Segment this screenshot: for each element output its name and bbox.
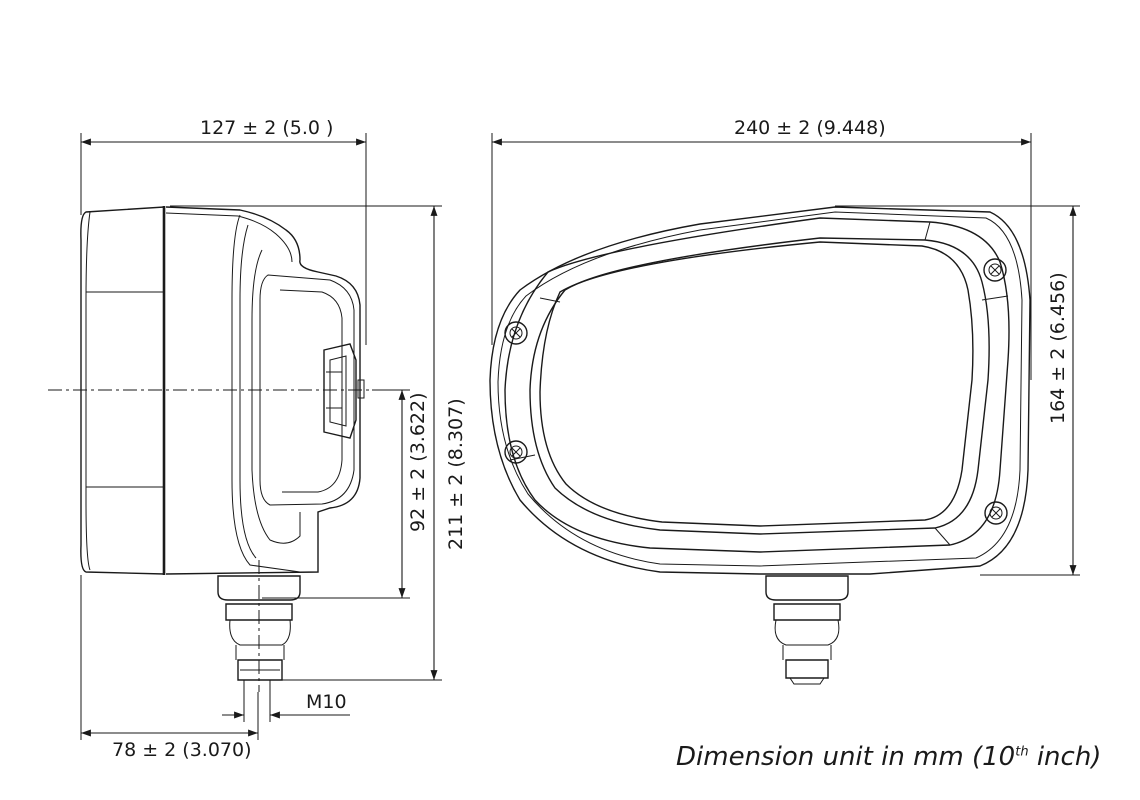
- screw-icon: [983, 258, 1007, 282]
- dim-label-front-width: 240 ± 2 (9.448): [734, 117, 886, 139]
- dimension-lines: [80, 133, 1080, 740]
- dim-label-front-height: 164 ± 2 (6.456): [1047, 272, 1069, 424]
- screw-icon: [504, 321, 528, 345]
- screw-icon: [984, 501, 1008, 525]
- dim-label-side-width: 127 ± 2 (5.0 ): [200, 117, 333, 139]
- unit-note-suffix: inch): [1028, 742, 1102, 772]
- dim-label-mount-offset: 78 ± 2 (3.070): [112, 739, 252, 761]
- unit-note: Dimension unit in mm (10th inch): [676, 742, 1101, 772]
- unit-note-superscript: th: [1015, 744, 1029, 760]
- dim-label-side-height: 211 ± 2 (8.307): [445, 398, 467, 550]
- unit-note-prefix: Dimension unit in mm (10: [676, 742, 1016, 772]
- dim-label-thread: M10: [306, 691, 347, 713]
- screw-icon: [504, 440, 528, 464]
- dim-label-mount-height: 92 ± 2 (3.622): [407, 392, 429, 532]
- side-view: [48, 206, 372, 692]
- front-view: [489, 206, 1031, 685]
